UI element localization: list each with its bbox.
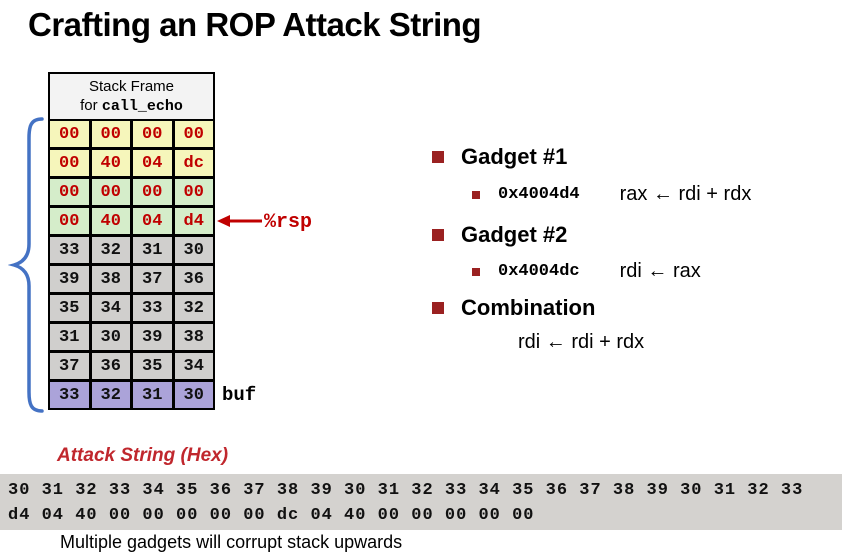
stack-byte-cell: 30	[174, 382, 213, 408]
stack-byte-cell: 00	[50, 179, 89, 205]
gadget1-heading-text: Gadget #1	[461, 144, 568, 169]
bottom-caption: Multiple gadgets will corrupt stack upwa…	[60, 532, 403, 552]
stack-byte-cell: 00	[50, 208, 89, 234]
stack-byte-cell: 40	[91, 208, 130, 234]
stack-frame-func-name: call_echo	[101, 98, 183, 115]
stack-frame-for-text: for	[80, 97, 102, 114]
attack-string-hex-box: 30 31 32 33 34 35 36 37 38 39 30 31 32 3…	[0, 474, 842, 530]
stack-byte-cell: 32	[91, 382, 130, 408]
stack-frame-header-line2: for call_echo	[50, 96, 213, 116]
gadget2-heading: Gadget #2	[432, 222, 567, 248]
stack-byte-cell: 00	[91, 121, 130, 147]
stack-byte-cell: 00	[133, 121, 172, 147]
stack-frame-header-line1: Stack Frame	[88, 78, 175, 95]
stack-byte-cell: 36	[174, 266, 213, 292]
stack-byte-cell: 35	[50, 295, 89, 321]
gadget1-heading: Gadget #1	[432, 144, 567, 170]
stack-byte-cell: 32	[91, 237, 130, 263]
stack-byte-cell: 04	[133, 208, 172, 234]
attack-string-line2: d4 04 40 00 00 00 00 00 dc 04 40 00 00 0…	[8, 506, 535, 525]
stack-byte-cell: 39	[50, 266, 89, 292]
stack-byte-cell: 34	[174, 353, 213, 379]
gadget1-effect: rax ← rdi + rdx	[619, 183, 752, 205]
stack-byte-cell: 00	[174, 121, 213, 147]
gadget2-heading-text: Gadget #2	[461, 222, 568, 247]
stack-byte-cell: 33	[50, 382, 89, 408]
stack-byte-cell: 31	[133, 382, 172, 408]
stack-byte-cell: 40	[91, 150, 130, 176]
bullet-square-icon	[432, 151, 444, 163]
stack-byte-cell: 37	[133, 266, 172, 292]
sub-bullet-square-icon	[472, 190, 480, 199]
stack-byte-cell: 00	[174, 179, 213, 205]
gadget1-detail: 0x4004d4 rax ← rdi + rdx	[472, 183, 751, 206]
combination-effect: rdi ← rdi + rdx	[518, 331, 645, 353]
rsp-arrow-icon	[217, 215, 262, 227]
stack-byte-cell: 39	[133, 324, 172, 350]
stack-byte-cell: 00	[50, 150, 89, 176]
buf-label: buf	[222, 384, 257, 406]
attack-string-line1: 30 31 32 33 34 35 36 37 38 39 30 31 32 3…	[8, 481, 804, 500]
bullet-square-icon	[432, 229, 444, 241]
stack-byte-cell: 37	[50, 353, 89, 379]
attack-string-label: Attack String (Hex)	[57, 445, 229, 466]
gadget2-address: 0x4004dc	[498, 262, 580, 281]
gadget1-address: 0x4004d4	[498, 185, 580, 204]
stack-byte-cell: dc	[174, 150, 213, 176]
stack-byte-cell: 30	[174, 237, 213, 263]
bullet-square-icon	[432, 302, 444, 314]
stack-byte-cell: d4	[174, 208, 213, 234]
gadget2-detail: 0x4004dc rdi ← rax	[472, 260, 701, 283]
stack-byte-cell: 38	[174, 324, 213, 350]
stack-byte-cell: 31	[50, 324, 89, 350]
stack-byte-cell: 34	[91, 295, 130, 321]
page-title: Crafting an ROP Attack String	[28, 6, 482, 43]
stack-span-brace	[8, 117, 44, 413]
stack-byte-cell: 38	[91, 266, 130, 292]
combination-heading-text: Combination	[461, 295, 596, 320]
stack-frame-header: Stack Frame for call_echo	[50, 74, 213, 119]
sub-bullet-square-icon	[472, 267, 480, 276]
stack-byte-cell: 35	[133, 353, 172, 379]
stack-byte-cell: 31	[133, 237, 172, 263]
stack-byte-cell: 36	[91, 353, 130, 379]
combination-heading: Combination	[432, 295, 595, 321]
stack-byte-cell: 32	[174, 295, 213, 321]
stack-byte-cell: 30	[91, 324, 130, 350]
stack-byte-cell: 00	[91, 179, 130, 205]
gadget2-effect: rdi ← rax	[619, 260, 701, 282]
stack-byte-cell: 00	[133, 179, 172, 205]
rsp-label: %rsp	[264, 211, 313, 234]
stack-byte-cell: 33	[133, 295, 172, 321]
stack-byte-cell: 00	[50, 121, 89, 147]
stack-byte-cell: 04	[133, 150, 172, 176]
stack-byte-cell: 33	[50, 237, 89, 263]
